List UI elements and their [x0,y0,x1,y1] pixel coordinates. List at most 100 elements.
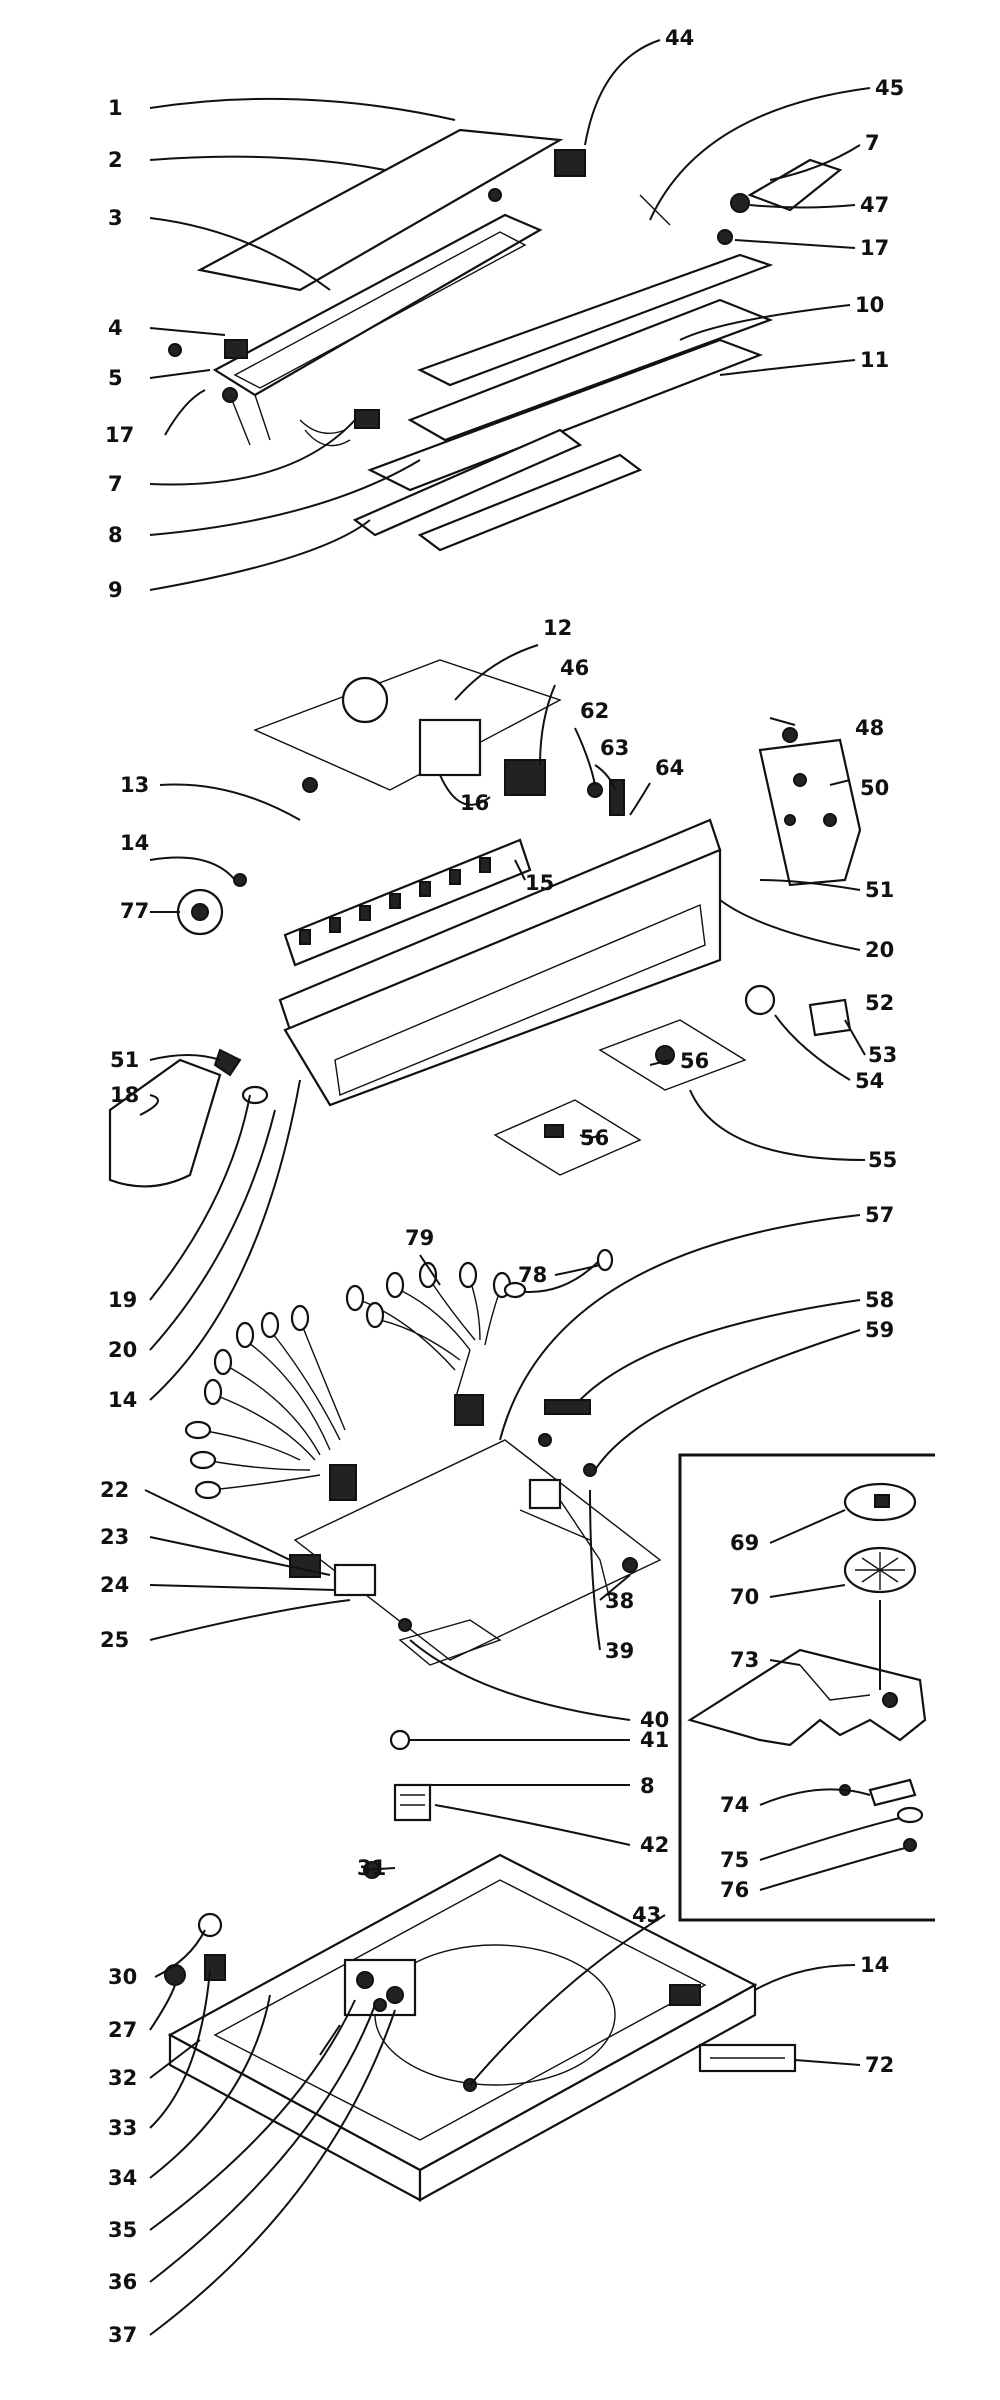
callout-label: 11 [860,348,889,372]
switch-part [333,1563,377,1597]
callout-label: 31 [357,1856,386,1880]
callout-label: 62 [580,699,609,723]
screw-icon [488,188,502,202]
knob-icon [730,193,750,213]
console-body-inner [233,231,527,389]
trim-strip-lower [367,338,764,492]
callout-label: 43 [632,1903,661,1927]
actuator-part [393,1783,432,1822]
callout-label: 19 [108,1288,137,1312]
console-bracket [224,339,248,359]
control-panel-front [283,848,722,1107]
callout-label: 54 [855,1069,884,1093]
pad-outline-left [493,1099,642,1176]
trim-strip-middle [407,298,774,442]
callout-label: 10 [855,293,884,317]
callout-label: 56 [680,1049,709,1073]
callout-label: 63 [600,736,629,760]
screw-icon [168,343,182,357]
callout-label: 40 [640,1708,669,1732]
base-inner-rim [213,1879,707,2141]
callout-label: 44 [665,26,694,50]
switch-block [504,759,546,796]
callout-label: 47 [860,193,889,217]
screw-icon [587,782,603,798]
callout-label: 32 [108,2066,137,2090]
callout-label: 74 [720,1793,749,1817]
callout-label: 7 [865,131,880,155]
callout-label: 36 [108,2270,137,2294]
callout-label: 50 [860,776,889,800]
keypad-board [283,838,532,967]
bracket-59 [544,1399,591,1415]
callout-label: 55 [868,1148,897,1172]
callout-label: 12 [543,616,572,640]
callout-label: 78 [518,1263,547,1287]
trim-strip-upper [417,253,774,387]
control-housing [758,738,862,887]
callout-label: 2 [108,148,123,172]
clip-part [554,149,586,177]
callout-label: 64 [655,756,684,780]
leader-lines [139,39,906,2336]
callout-label: 17 [860,236,889,260]
callout-label: 77 [120,899,149,923]
callout-label: 1 [108,96,123,120]
callout-label: 8 [640,1774,655,1798]
callout-labels: 1 2 3 4 5 17 7 8 9 44 45 7 47 17 10 11 1… [100,26,904,2347]
cap-icon [164,1964,186,1986]
console-body [212,213,543,397]
callout-label: 27 [108,2018,137,2042]
callout-label: 17 [105,423,134,447]
callout-label: 59 [865,1318,894,1342]
callout-label: 33 [108,2116,137,2140]
base-frame-side [418,1983,757,2202]
callout-label: 7 [108,472,123,496]
base-tub-assembly [164,1853,797,2202]
screw-icon [389,1729,411,1751]
callout-label: 56 [580,1126,609,1150]
callout-label: 51 [865,878,894,902]
callout-label: 15 [525,871,554,895]
screw-icon [717,229,733,245]
callout-label: 52 [865,991,894,1015]
callout-label: 8 [108,523,123,547]
callout-label: 25 [100,1628,129,1652]
callout-label: 58 [865,1288,894,1312]
callout-label: 23 [100,1525,129,1549]
callout-label: 42 [640,1833,669,1857]
terminal-block [354,409,380,429]
end-cap [108,1058,222,1188]
callout-label: 20 [865,938,894,962]
control-knob-assembly [747,158,843,212]
callout-label: 70 [730,1585,759,1609]
callout-label: 20 [108,1338,137,1362]
cam-part [808,998,852,1037]
callout-label: 38 [605,1589,634,1613]
harness-79 [345,1261,512,1426]
callout-label: 5 [108,366,123,390]
callout-label: 48 [855,716,884,740]
callout-label: 30 [108,1965,137,1989]
mounting-plate-outline [293,1439,662,1661]
callout-label: 4 [108,316,123,340]
callout-label: 9 [108,578,123,602]
inset-border [678,1453,935,1922]
callout-label: 75 [720,1848,749,1872]
timer-housing [418,718,482,777]
callout-label: 37 [108,2323,137,2347]
relay-part [289,1554,321,1578]
timer-motor-icon [341,676,389,724]
screw-icon [782,727,798,743]
callout-label: 57 [865,1203,894,1227]
callout-label: 41 [640,1728,669,1752]
callout-label: 24 [100,1573,129,1597]
callout-label: 34 [108,2166,137,2190]
clip-icon [213,1048,242,1077]
callout-label: 18 [110,1083,139,1107]
callout-label: 51 [110,1048,139,1072]
callout-label: 45 [875,76,904,100]
bushing-icon [241,1085,269,1105]
spring-part [204,1954,226,1981]
nut-icon [903,1838,917,1852]
